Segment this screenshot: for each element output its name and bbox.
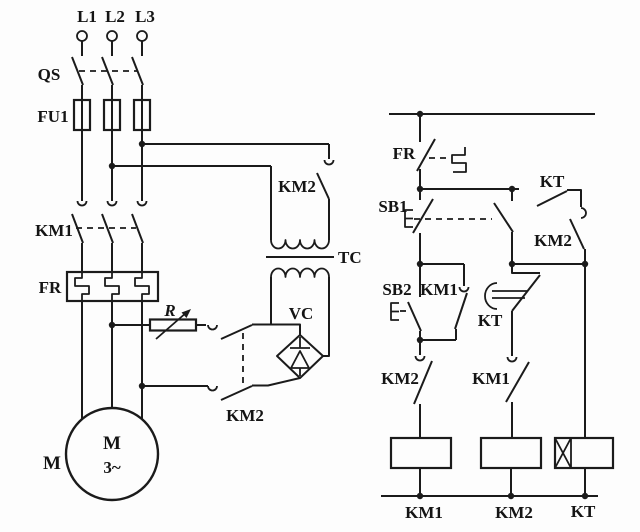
power-circuit: L1 L2 L3 QS FU1 KM1 FR R KM2 TC VC KM2 M…	[35, 7, 362, 502]
km2-interlock-contact	[413, 340, 433, 438]
km2-feed-contact	[316, 144, 335, 240]
sb1-stop-button	[404, 189, 514, 264]
km2-braking-contacts	[142, 323, 301, 401]
fr-thermal-elements	[65, 270, 160, 303]
label-l1: L1	[77, 7, 97, 26]
kt-coil	[553, 436, 615, 470]
label-fr-control: FR	[393, 144, 416, 163]
label-km2-selfhold: KM2	[534, 231, 572, 250]
km1-selfhold-contact	[420, 264, 470, 341]
control-circuit: FR SB1 KT KM2 SB2 KM1 KT KM2 KM1 KM1 KM2…	[378, 110, 615, 522]
junction-dot	[581, 492, 589, 500]
label-km2-feed: KM2	[278, 177, 316, 196]
label-l2: L2	[105, 7, 125, 26]
braking-resistor	[112, 309, 206, 340]
label-motor-ref: M	[43, 453, 61, 474]
label-motor-phases: 3~	[103, 458, 121, 477]
label-resistor: R	[163, 301, 175, 320]
label-km1-interlock: KM1	[472, 369, 510, 388]
label-fr-power: FR	[39, 278, 62, 297]
tc-transformer	[266, 166, 334, 357]
label-vc: VC	[289, 304, 314, 323]
label-km1-main: KM1	[35, 221, 73, 240]
label-l3: L3	[135, 7, 155, 26]
label-sb1: SB1	[378, 197, 407, 216]
km1-coil	[389, 436, 453, 470]
junction-dot	[416, 492, 424, 500]
label-tc: TC	[338, 248, 362, 267]
supply-terminals	[76, 30, 148, 56]
label-km1-seal: KM1	[420, 280, 458, 299]
kt-selfhold-contact	[536, 189, 587, 219]
label-coil-kt: KT	[571, 502, 596, 521]
km1-interlock-contact	[505, 356, 530, 438]
qs-disconnect-switch	[71, 56, 144, 100]
motor	[64, 406, 160, 502]
label-km2-interlock: KM2	[381, 369, 419, 388]
junction-dot	[507, 492, 515, 500]
kt-delay-contact	[484, 264, 541, 356]
label-coil-km1: KM1	[405, 503, 443, 522]
label-qs: QS	[38, 65, 61, 84]
km2-selfhold-contact	[569, 218, 586, 264]
fu1-fuses	[72, 98, 152, 132]
sb2-start-button	[390, 263, 464, 340]
label-kt-selfhold: KT	[540, 172, 565, 191]
label-coil-km2: KM2	[495, 503, 533, 522]
label-motor-m: M	[103, 433, 121, 454]
label-kt-delay: KT	[478, 311, 503, 330]
km2-coil	[479, 436, 543, 470]
vc-rectifier	[276, 334, 324, 379]
km1-main-contacts	[71, 200, 148, 272]
label-sb2: SB2	[382, 280, 411, 299]
motor-leads	[81, 301, 143, 419]
label-km2-brake: KM2	[226, 406, 264, 425]
label-fu1: FU1	[37, 107, 68, 126]
fr-nc-contact	[416, 114, 467, 189]
